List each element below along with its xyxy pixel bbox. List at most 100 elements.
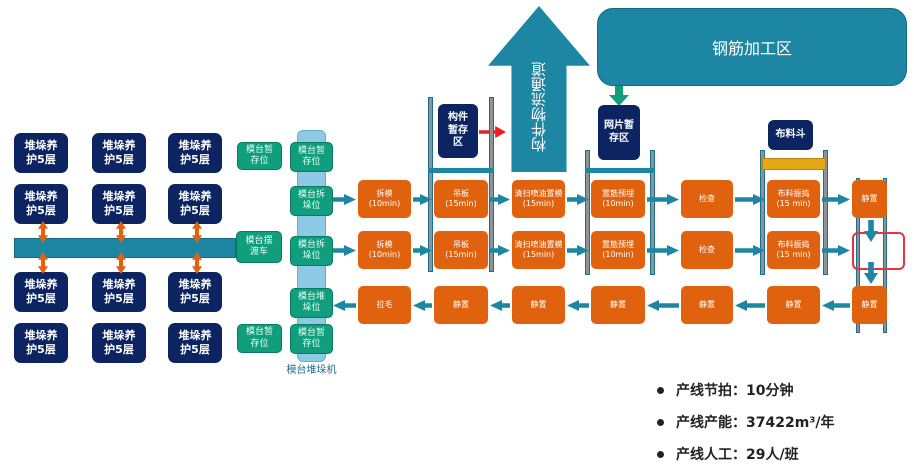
curing-stack: 堆垛养护5层 bbox=[92, 323, 146, 363]
step-name: 布料振捣 bbox=[777, 188, 810, 198]
curing-stack: 堆垛养护5层 bbox=[14, 272, 68, 312]
gantry-post bbox=[760, 150, 765, 275]
flow-arrow-icon bbox=[490, 245, 510, 256]
step-name: 拆模 bbox=[376, 188, 393, 198]
step-time: (15 min) bbox=[776, 250, 811, 259]
flow-arrow-icon bbox=[333, 245, 356, 256]
step-name: 布料振捣 bbox=[777, 239, 810, 249]
process-step: 清扫喷油置模(15min) bbox=[512, 231, 565, 269]
stat-item: 产线人工：29人/班 bbox=[657, 438, 835, 470]
mesh-buffer: 网片暂存区 bbox=[598, 105, 640, 160]
flow-arrow-icon bbox=[490, 194, 510, 205]
left-buffer: 模台暂存位 bbox=[237, 324, 282, 353]
flow-arrow-icon bbox=[735, 194, 765, 205]
flow-arrow-icon bbox=[647, 300, 679, 311]
stat-item: 产线产能：37422m³/年 bbox=[657, 406, 835, 438]
curing-stack: 堆垛养护5层 bbox=[168, 133, 222, 173]
process-step: 静置 bbox=[767, 286, 820, 324]
ferry-track bbox=[14, 238, 236, 258]
stacker-position: 模台拆垛位 bbox=[290, 236, 333, 266]
flow-arrow-icon bbox=[822, 300, 850, 311]
process-step: 静置 bbox=[852, 180, 887, 218]
gantry-beam bbox=[428, 168, 494, 173]
process-step: 吊板(15min) bbox=[434, 231, 488, 269]
ferry-car: 模台摆渡车 bbox=[236, 231, 282, 263]
hopper: 布料斗 bbox=[768, 120, 813, 150]
flow-arrow-icon bbox=[735, 245, 765, 256]
stacker-position: 模台暂存位 bbox=[290, 142, 333, 172]
step-name: 吊板 bbox=[453, 188, 469, 198]
rail-post bbox=[856, 178, 860, 333]
step-name: 置筋预埋 bbox=[602, 188, 634, 198]
step-time: (10min) bbox=[602, 250, 634, 259]
process-step: 静置 bbox=[681, 286, 733, 324]
stacker-label: 模台堆垛机 bbox=[286, 365, 337, 376]
step-name: 静置 bbox=[861, 193, 878, 203]
stacker-position: 模台堆垛位 bbox=[290, 288, 333, 318]
step-time: (15min) bbox=[445, 199, 477, 208]
component-buffer: 构件暂存区 bbox=[438, 104, 478, 158]
curing-stack: 堆垛养护5层 bbox=[92, 184, 146, 224]
process-step: 置筋预埋(10min) bbox=[591, 180, 645, 218]
curing-stack: 堆垛养护5层 bbox=[92, 133, 146, 173]
gantry-post bbox=[428, 97, 433, 272]
process-step: 置筋预埋(10min) bbox=[591, 231, 645, 269]
process-step: 静置 bbox=[434, 286, 488, 324]
curing-stack: 堆垛养护5层 bbox=[168, 323, 222, 363]
flow-arrow-icon bbox=[567, 245, 589, 256]
stacker-position: 模台拆垛位 bbox=[290, 186, 333, 216]
flow-arrow-icon bbox=[413, 194, 432, 205]
flow-arrow-icon bbox=[413, 245, 432, 256]
step-name: 吊板 bbox=[453, 239, 469, 249]
flow-arrow-icon bbox=[567, 300, 589, 311]
process-step: 吊板(15min) bbox=[434, 180, 488, 218]
step-name: 清扫喷油置模 bbox=[514, 239, 563, 249]
gantry-post bbox=[489, 97, 494, 272]
gantry-post bbox=[823, 150, 828, 275]
flow-arrow-icon bbox=[822, 194, 850, 205]
double-arrow-icon bbox=[38, 221, 48, 243]
process-step: 拆模(10min) bbox=[358, 180, 411, 218]
flow-arrow-icon bbox=[647, 194, 679, 205]
process-step: 静置 bbox=[512, 286, 565, 324]
step-name: 置筋预埋 bbox=[602, 239, 634, 249]
double-arrow-icon bbox=[192, 252, 202, 274]
curing-stack: 堆垛养护5层 bbox=[168, 184, 222, 224]
step-name: 拆模 bbox=[376, 239, 393, 249]
flow-arrow-icon bbox=[822, 245, 850, 256]
rebar-area-label: 钢筋加工区 bbox=[711, 39, 792, 58]
stacker-position: 模台暂存位 bbox=[290, 324, 333, 354]
process-step: 清扫喷油置模(15min) bbox=[512, 180, 565, 218]
stats-list: 产线节拍：10分钟 产线产能：37422m³/年 产线人工：29人/班 bbox=[657, 374, 835, 470]
step-name: 清扫喷油置模 bbox=[514, 188, 563, 198]
bullet-icon bbox=[657, 418, 664, 426]
step-time: (15min) bbox=[522, 199, 555, 208]
step-time: (15 min) bbox=[776, 199, 811, 208]
process-step: 检查 bbox=[681, 180, 733, 218]
double-arrow-icon bbox=[38, 252, 48, 274]
flow-arrow-icon bbox=[735, 300, 765, 311]
logistics-channel-label: 构件物流通道 bbox=[530, 62, 548, 153]
process-step: 检查 bbox=[681, 231, 733, 269]
step-name: 检查 bbox=[699, 193, 715, 203]
flow-arrow-icon bbox=[333, 300, 356, 311]
curing-stack: 堆垛养护5层 bbox=[14, 133, 68, 173]
gantry-beam bbox=[585, 168, 655, 173]
gantry-post bbox=[650, 150, 655, 275]
double-arrow-icon bbox=[116, 252, 126, 274]
rebar-area: 钢筋加工区 bbox=[597, 8, 907, 86]
step-time: (15min) bbox=[445, 250, 477, 259]
flow-arrow-icon bbox=[567, 194, 589, 205]
down-arrow-icon bbox=[609, 86, 629, 106]
bullet-icon bbox=[657, 386, 664, 394]
curing-stack: 堆垛养护5层 bbox=[92, 272, 146, 312]
curing-stack: 堆垛养护5层 bbox=[14, 184, 68, 224]
double-arrow-icon bbox=[116, 221, 126, 243]
gantry-post bbox=[585, 150, 590, 275]
step-time: (10min) bbox=[602, 199, 634, 208]
highlight-box bbox=[852, 232, 905, 270]
flow-arrow-icon bbox=[490, 300, 510, 311]
flow-arrow-icon bbox=[333, 194, 356, 205]
process-step: 拉毛 bbox=[358, 286, 411, 324]
bullet-icon bbox=[657, 450, 664, 458]
